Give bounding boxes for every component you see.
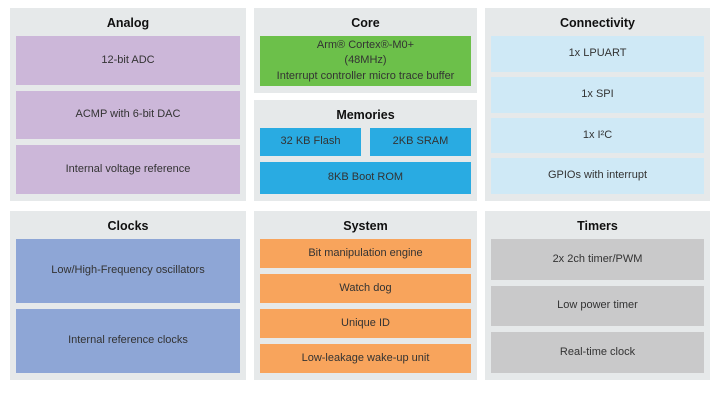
block-real-time-clock: Real-time clock [491,332,704,374]
core-panel-title: Core [351,16,380,30]
system-panel-title: System [343,219,388,233]
block-low-power-timer: Low power timer [491,285,704,327]
block-i2c: 1x I²C [491,117,704,154]
system-panel: System Bit manipulation engine Watch dog… [254,211,477,380]
core-line-interrupt-mtb: Interrupt controller micro trace buffer [276,69,455,82]
clocks-panel: Clocks Low/High-Frequency oscillators In… [10,211,246,380]
block-lpuart: 1x LPUART [491,36,704,72]
timers-panel-title: Timers [577,219,618,233]
block-cortex-m0plus: Arm® Cortex®-M0+ (48MHz) Interrupt contr… [260,36,471,87]
memories-panel-title: Memories [336,108,395,123]
diagram-grid: Analog 12-bit ADC ACMP with 6-bit DAC In… [10,8,710,380]
core-line-frequency: (48MHz) [344,54,387,67]
block-gpio-interrupt: GPIOs with interrupt [491,158,704,194]
block-internal-voltage-reference: Internal voltage reference [16,145,240,195]
timers-blocks: 2x 2ch timer/PWM Low power timer Real-ti… [491,239,704,374]
clocks-panel-title: Clocks [107,219,149,233]
memories-top-row: 32 KB Flash 2KB SRAM [260,128,471,157]
block-watch-dog: Watch dog [260,274,471,303]
analog-panel: Analog 12-bit ADC ACMP with 6-bit DAC In… [10,8,246,201]
memories-blocks: 32 KB Flash 2KB SRAM 8KB Boot ROM [260,128,471,195]
block-timer-pwm: 2x 2ch timer/PWM [491,239,704,280]
block-bit-manipulation-engine: Bit manipulation engine [260,239,471,268]
analog-blocks: 12-bit ADC ACMP with 6-bit DAC Internal … [16,36,240,195]
block-low-leakage-wakeup: Low-leakage wake-up unit [260,344,471,373]
system-blocks: Bit manipulation engine Watch dog Unique… [260,239,471,373]
block-oscillators: Low/High-Frequency oscillators [16,239,240,303]
analog-panel-title: Analog [106,16,150,30]
block-acmp-dac: ACMP with 6-bit DAC [16,90,240,140]
block-spi: 1x SPI [491,76,704,113]
connectivity-panel: Connectivity 1x LPUART 1x SPI 1x I²C GPI… [485,8,710,201]
clocks-blocks: Low/High-Frequency oscillators Internal … [16,239,240,373]
core-panel: Core Arm® Cortex®-M0+ (48MHz) Interrupt … [254,8,477,94]
block-unique-id: Unique ID [260,309,471,338]
block-flash: 32 KB Flash [260,128,361,157]
block-adc: 12-bit ADC [16,36,240,85]
timers-panel: Timers 2x 2ch timer/PWM Low power timer … [485,211,710,380]
block-internal-reference-clocks: Internal reference clocks [16,309,240,373]
memories-panel: Memories 32 KB Flash 2KB SRAM 8KB Boot R… [254,100,477,201]
core-blocks: Arm® Cortex®-M0+ (48MHz) Interrupt contr… [260,36,471,87]
connectivity-panel-title: Connectivity [559,16,635,30]
block-sram: 2KB SRAM [370,128,471,157]
connectivity-blocks: 1x LPUART 1x SPI 1x I²C GPIOs with inter… [491,36,704,194]
core-line-cpu: Arm® Cortex®-M0+ [316,39,415,51]
block-boot-rom: 8KB Boot ROM [260,162,471,195]
core-block-text: Arm® Cortex®-M0+ (48MHz) Interrupt contr… [277,38,455,84]
core-memories-column: Core Arm® Cortex®-M0+ (48MHz) Interrupt … [254,8,477,201]
